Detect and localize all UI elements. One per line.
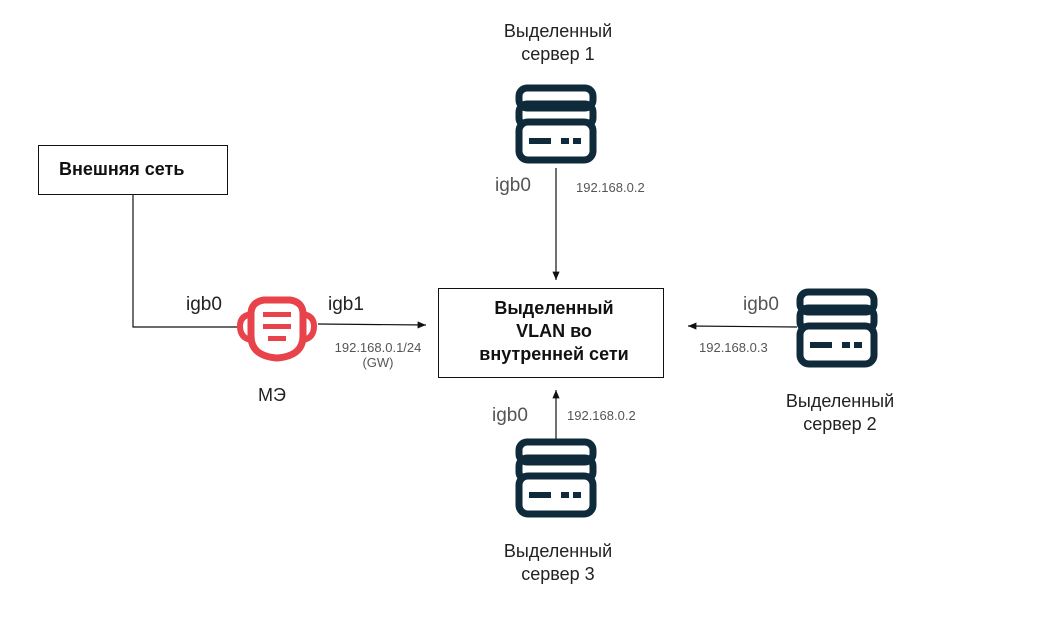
firewall-ip-note: (GW) bbox=[362, 355, 394, 370]
firewall-icon bbox=[236, 294, 318, 362]
server3-label-line2: сервер 3 bbox=[521, 564, 595, 584]
external-network-node: Внешняя сеть bbox=[38, 145, 228, 195]
server3-ip: 192.168.0.2 bbox=[567, 408, 636, 423]
server2-label-line2: сервер 2 bbox=[803, 414, 877, 434]
server2-label-line1: Выделенный bbox=[785, 391, 895, 411]
external-to-firewall-line bbox=[132, 195, 240, 328]
server2-ip: 192.168.0.3 bbox=[699, 340, 768, 355]
server3-label: Выделенный сервер 3 bbox=[496, 540, 620, 586]
firewall-to-vlan-arrow bbox=[317, 321, 427, 329]
server1-icon bbox=[514, 84, 598, 164]
server2-iface: igb0 bbox=[743, 294, 779, 315]
server3-label-line1: Выделенный bbox=[503, 541, 613, 561]
external-network-label: Внешняя сеть bbox=[59, 159, 185, 179]
vlan-label: Выделенный VLAN во внутренней сети bbox=[479, 298, 629, 364]
server1-iface: igb0 bbox=[495, 175, 531, 196]
server1-label: Выделенный сервер 1 bbox=[496, 20, 620, 66]
server1-label-line1: Выделенный bbox=[503, 21, 613, 41]
server1-label-line2: сервер 1 bbox=[521, 44, 595, 64]
firewall-label: МЭ bbox=[258, 385, 286, 405]
firewall-iface-in: igb0 bbox=[186, 294, 222, 315]
server2-icon bbox=[795, 288, 879, 368]
server2-label: Выделенный сервер 2 bbox=[778, 390, 902, 436]
firewall-iface-out: igb1 bbox=[328, 294, 364, 315]
firewall-ip-address: 192.168.0.1/24 bbox=[334, 340, 422, 355]
server2-to-vlan-arrow bbox=[687, 322, 798, 330]
firewall-ip: 192.168.0.1/24 (GW) bbox=[326, 340, 430, 370]
vlan-node: Выделенный VLAN во внутренней сети bbox=[438, 288, 664, 378]
server1-ip: 192.168.0.2 bbox=[576, 180, 645, 195]
server3-icon bbox=[514, 438, 598, 518]
server3-iface: igb0 bbox=[492, 405, 528, 426]
